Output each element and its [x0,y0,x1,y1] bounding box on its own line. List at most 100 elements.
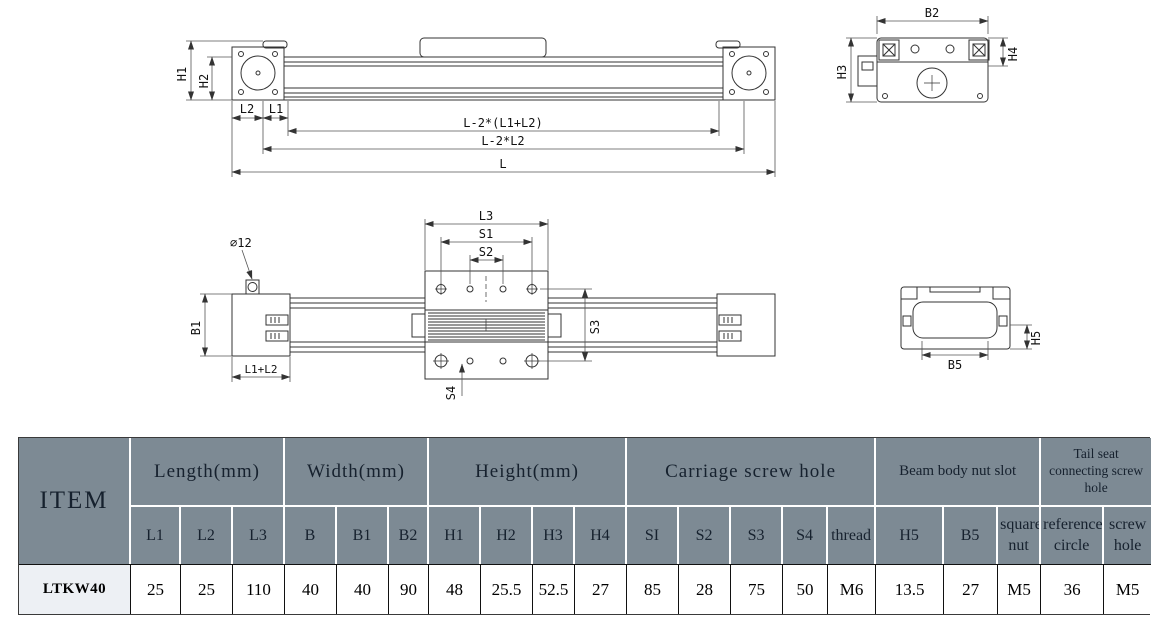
end-body [876,37,989,103]
shaft-end [245,279,260,295]
value-screw-hole: M5 [1104,564,1152,614]
value-s4: 50 [783,564,829,614]
left-end-block [231,46,285,101]
value-l1: 25 [131,564,181,614]
spec-table: ITEM Length(mm) Width(mm) Height(mm) Car… [18,437,1152,615]
group-header-length: Length(mm) [131,438,285,507]
extrusion-cavity [912,301,998,339]
dim-label-h1: H1 [175,67,189,81]
table-row: LTKW40 25 25 110 40 40 90 48 25.5 52.5 2… [19,564,1152,614]
col-header-reference-circle: reference circle [1041,507,1105,564]
section-view-dimensions [921,324,1032,360]
extrusion-outline [900,286,1011,350]
front-view-dimensions [186,40,776,177]
dim-label-h4: H4 [1006,47,1020,61]
col-header-b5: B5 [944,507,999,564]
carriage-block [419,37,547,58]
group-header-tail-seat-screw-hole: Tail seat connecting screw hole [1041,438,1152,507]
col-header-s2: S2 [679,507,732,564]
group-header-carriage-screw-hole: Carriage screw hole [627,438,877,507]
dim-label-mid-length: L-2*L2 [481,134,524,148]
right-top-tab [715,40,741,49]
belt-clamp-right [547,313,562,338]
value-h2: 25.5 [481,564,534,614]
col-header-l2: L2 [181,507,233,564]
col-header-square-nut: square nut [998,507,1042,564]
right-end-block [722,46,776,101]
group-header-beam-body-nut-slot: Beam body nut slot [876,438,1042,507]
front-view-labels: H1 H2 L2 L1 L-2*(L1+L2) L-2*L2 L [175,67,543,171]
dim-label-s3: S3 [588,320,602,334]
dim-label-b5: B5 [948,358,962,372]
section-view-labels: B5 H5 [948,331,1043,372]
dim-label-s1: S1 [479,227,493,241]
item-header: ITEM [19,438,131,564]
dim-label-l3: L3 [479,209,493,223]
value-thread: M6 [828,564,877,614]
col-header-b1: B1 [337,507,389,564]
end-view-dimensions [846,16,1008,103]
col-header-l1: L1 [131,507,181,564]
col-header-si: SI [627,507,680,564]
col-header-h4: H4 [575,507,628,564]
value-h4: 27 [575,564,628,614]
col-header-s4: S4 [783,507,829,564]
dim-label-s2: S2 [479,245,493,259]
value-l2: 25 [181,564,233,614]
end-view-drawing [857,37,990,103]
value-b2: 90 [389,564,430,614]
diameter-leader [241,249,253,280]
top-view-dimensions [200,219,592,396]
col-header-h1: H1 [429,507,482,564]
col-header-l3: L3 [233,507,285,564]
value-b: 40 [285,564,337,614]
dim-label-b1: B1 [189,321,203,335]
dim-label-total-length: L [499,157,506,171]
top-view-drawing [231,270,776,380]
pulley-left-icon [240,55,276,91]
dim-label-l2: L2 [240,102,254,116]
value-b1: 40 [337,564,389,614]
value-si: 85 [627,564,680,614]
col-header-h5: H5 [876,507,945,564]
dim-label-inner-length: L-2*(L1+L2) [463,116,542,130]
col-header-s3: S3 [731,507,784,564]
value-h1: 48 [429,564,482,614]
dim-label-s4: S4 [444,386,458,400]
rail-profile-lines [284,56,723,101]
col-header-h3: H3 [533,507,576,564]
section-view-drawing [900,286,1011,350]
group-header-height: Height(mm) [429,438,628,507]
value-h3: 52.5 [533,564,576,614]
group-header-width: Width(mm) [285,438,430,507]
value-s3: 75 [731,564,784,614]
value-b5: 27 [944,564,999,614]
value-square-nut: M5 [998,564,1042,614]
dim-label-h3: H3 [835,65,849,79]
dim-label-diameter: ⌀12 [230,236,252,250]
belt-clamp-left [411,313,426,338]
col-header-b: B [285,507,337,564]
plan-right-block [716,293,776,357]
left-top-tab [262,40,288,49]
dim-label-b2: B2 [925,6,939,20]
col-header-h2: H2 [481,507,534,564]
value-s2: 28 [679,564,732,614]
value-l3: 110 [233,564,285,614]
end-view-labels: B2 H3 H4 [835,6,1020,79]
col-header-b2: B2 [389,507,430,564]
front-view-drawing [231,37,776,101]
col-header-screw-hole: screw hole [1104,507,1152,564]
pulley-end-icon [916,67,948,99]
center-mark [480,319,492,331]
dim-label-h2: H2 [197,74,211,88]
model-cell: LTKW40 [19,564,131,614]
value-reference-circle: 36 [1041,564,1105,614]
dim-label-l1-plus-l2: L1+L2 [244,363,277,376]
top-view-labels: L3 S1 S2 S3 S4 B1 L1+L2 ⌀12 [189,209,602,400]
side-bracket [857,55,878,87]
pulley-right-icon [731,55,767,91]
value-h5: 13.5 [876,564,945,614]
technical-drawings: H1 H2 L2 L1 L-2*(L1+L2) L-2*L2 L [175,6,1043,400]
